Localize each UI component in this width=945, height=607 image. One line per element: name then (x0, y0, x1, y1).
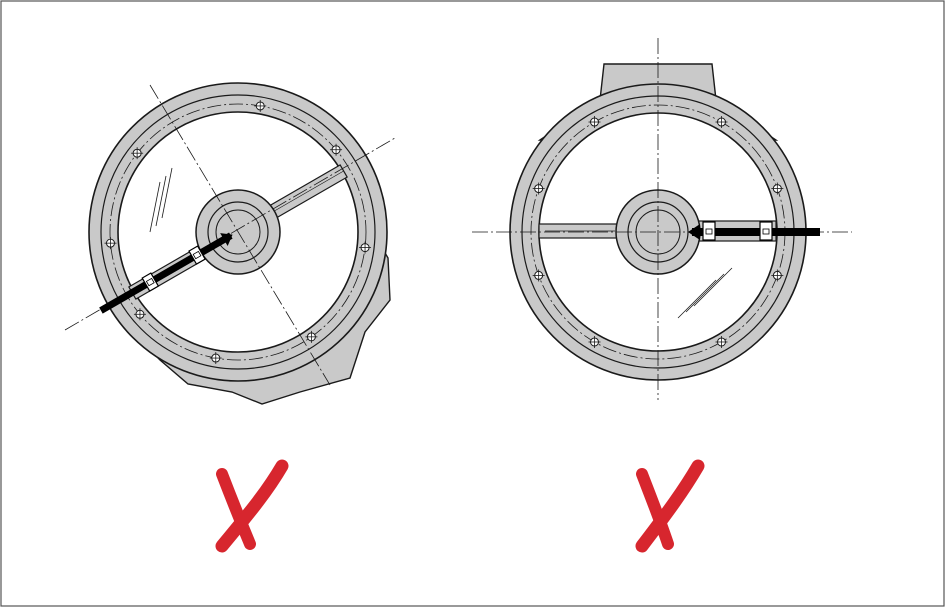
bolt (715, 335, 728, 348)
bolt (104, 237, 117, 250)
bolt (305, 330, 318, 343)
bolt (359, 241, 372, 254)
left-tool-bar (99, 232, 233, 314)
bolt (715, 116, 728, 129)
bolt (254, 99, 267, 112)
right-glass-hatch-3 (693, 267, 733, 307)
right-tool-bar (688, 221, 820, 241)
red-x-mark (215, 459, 289, 553)
bolt (588, 335, 601, 348)
red-x-mark (635, 459, 705, 553)
left-centerline-b (149, 84, 331, 386)
bolt (771, 269, 784, 282)
bolt (532, 269, 545, 282)
left-ring-edge (100, 94, 376, 370)
left-bolts (104, 99, 372, 365)
bolt (588, 116, 601, 129)
left-glass-hatch-3 (161, 167, 173, 219)
bolt (131, 147, 144, 160)
left-bolt-circle (109, 103, 367, 361)
left-glass-hatch-1 (149, 181, 161, 233)
bolt (532, 182, 545, 195)
left-panel (64, 82, 396, 405)
bolt (209, 352, 222, 365)
bolt (330, 143, 343, 156)
right-glass-hatch-2 (685, 273, 725, 313)
right-bolts (532, 116, 784, 348)
left-glass-hatch-2 (155, 175, 167, 227)
bolt (771, 182, 784, 195)
bolt (133, 308, 146, 321)
right-glass-hatch-1 (677, 279, 717, 319)
right-panel (472, 38, 852, 400)
